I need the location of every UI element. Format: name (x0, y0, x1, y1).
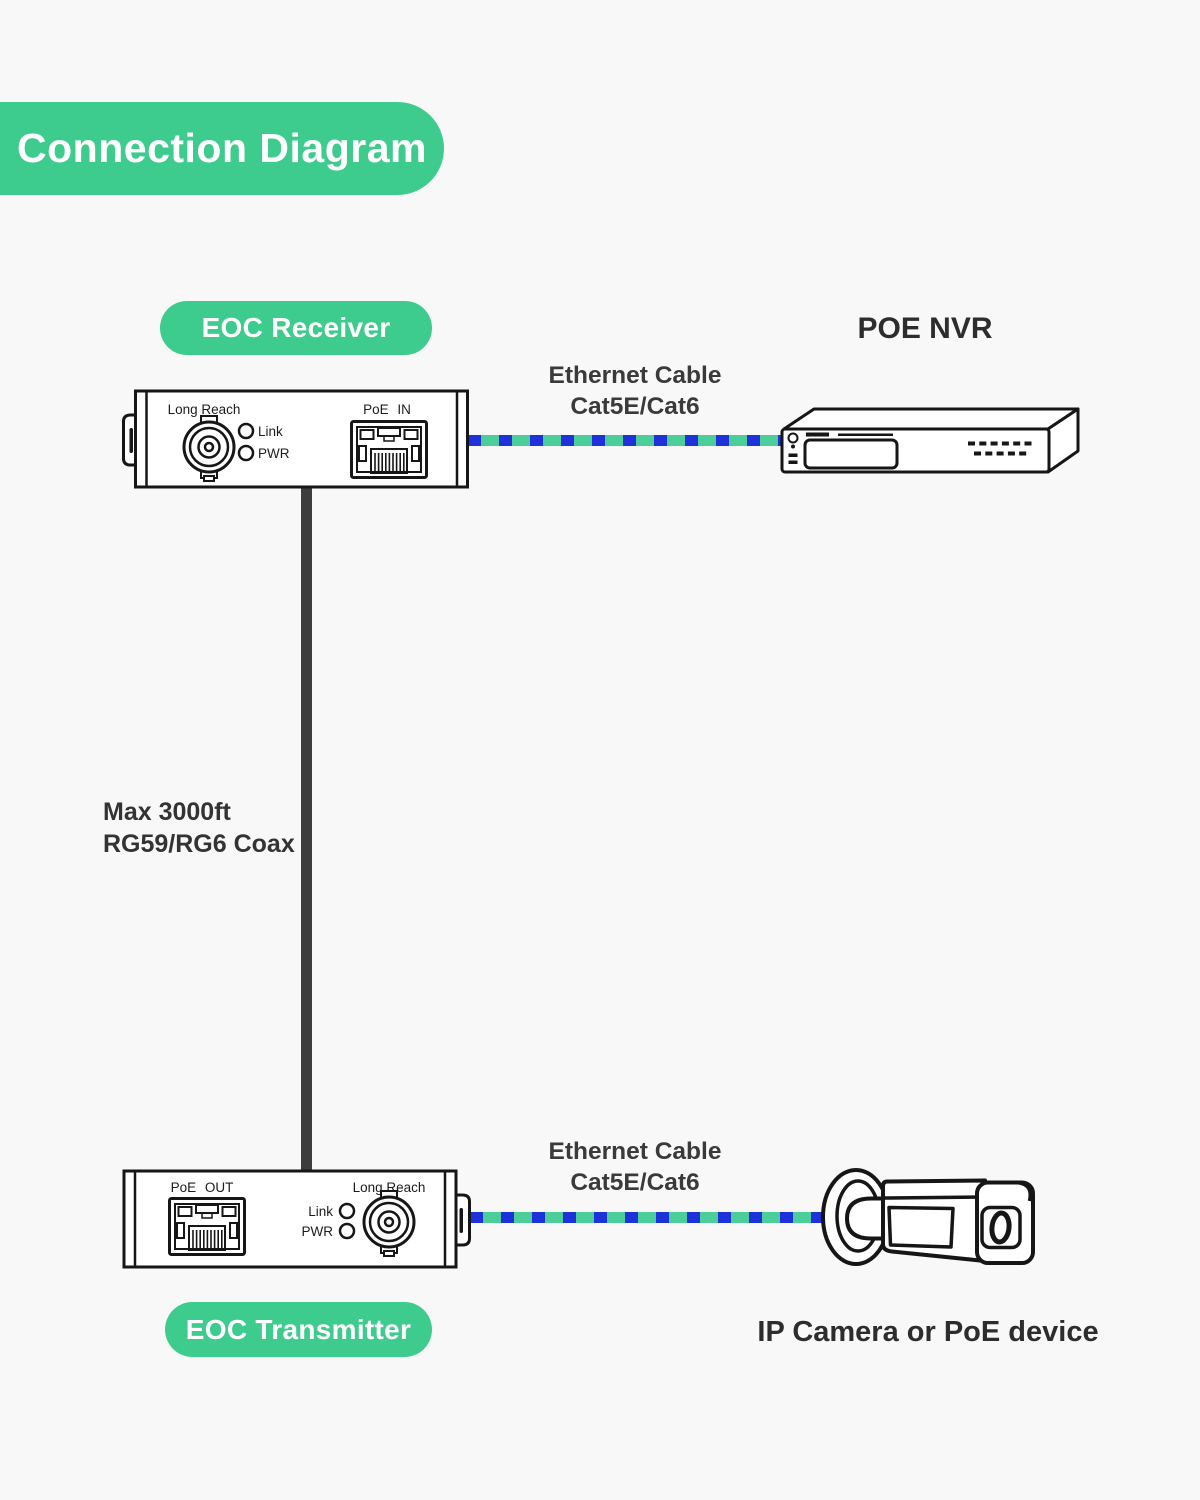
ethernet-cable-text: Ethernet Cable (548, 362, 722, 389)
nvr-label: POE NVR (857, 312, 993, 345)
nvr-top-face (782, 407, 1080, 431)
poe-in-label: PoE IN (363, 402, 411, 417)
coax-type: RG59/RG6 Coax (103, 830, 295, 858)
camera-body (881, 1178, 987, 1263)
nvr-slot-line (838, 433, 893, 436)
receiver-label: EOC Receiver (201, 312, 391, 343)
link-led-label: Link (308, 1204, 333, 1219)
ethernet-cable-type: Cat5E/Cat6 (570, 393, 700, 420)
page-title-banner: Connection Diagram (0, 102, 444, 195)
nvr-power-dot (791, 444, 795, 449)
nvr-indicator-bar (788, 460, 798, 464)
receiver-label-pill: EOC Receiver (160, 301, 432, 355)
camera-body-line (883, 1195, 986, 1200)
ip-camera-device (821, 1168, 1035, 1266)
bnc-port-label: Long Reach (168, 402, 241, 417)
poe-nvr-device (780, 407, 1080, 474)
nvr-disc-tray (803, 438, 899, 470)
ethernet-cable-text: Ethernet Cable (548, 1138, 722, 1165)
nvr-power-button (787, 432, 799, 444)
coax-max-length: Max 3000ft (103, 798, 231, 826)
eoc-receiver-device: Long Reach Link PWR PoE IN (122, 389, 469, 489)
coax-cable-line (301, 484, 312, 1174)
camera-label: IP Camera or PoE device (757, 1316, 1099, 1348)
mounting-tab-clip (459, 1208, 463, 1233)
pwr-led (237, 444, 255, 462)
camera-front-flap (1015, 1180, 1032, 1202)
page-title: Connection Diagram (17, 125, 427, 171)
coax-cable-label: Max 3000ft RG59/RG6 Coax (103, 796, 295, 860)
link-led-label: Link (258, 424, 283, 439)
camera-lens-icon (989, 1210, 1012, 1245)
pwr-led (338, 1222, 356, 1240)
ethernet-cable-bottom (470, 1212, 832, 1223)
camera-body-panel (887, 1205, 955, 1249)
transmitter-label: EOC Transmitter (185, 1313, 412, 1345)
nvr-indicator-bar (788, 453, 798, 457)
link-led (237, 422, 255, 440)
bnc-port-label: Long Reach (353, 1180, 426, 1195)
link-led (338, 1202, 356, 1220)
pwr-led-label: PWR (258, 446, 290, 461)
ethernet-cable-top (468, 435, 782, 446)
transmitter-label-pill: EOC Transmitter (165, 1302, 432, 1357)
eoc-transmitter-device: PoE OUT Link PWR Long Reach (122, 1169, 471, 1269)
mounting-tab-clip (129, 428, 133, 453)
poe-out-label: PoE OUT (171, 1180, 234, 1195)
nvr-slot-line (806, 432, 829, 437)
pwr-led-label: PWR (302, 1224, 334, 1239)
ethernet-cable-label-top: Ethernet Cable Cat5E/Cat6 (500, 360, 770, 422)
ethernet-cable-label-bottom: Ethernet Cable Cat5E/Cat6 (500, 1136, 770, 1198)
ethernet-cable-type: Cat5E/Cat6 (570, 1169, 700, 1196)
nvr-vents (968, 441, 1032, 456)
camera-arm (845, 1196, 889, 1241)
